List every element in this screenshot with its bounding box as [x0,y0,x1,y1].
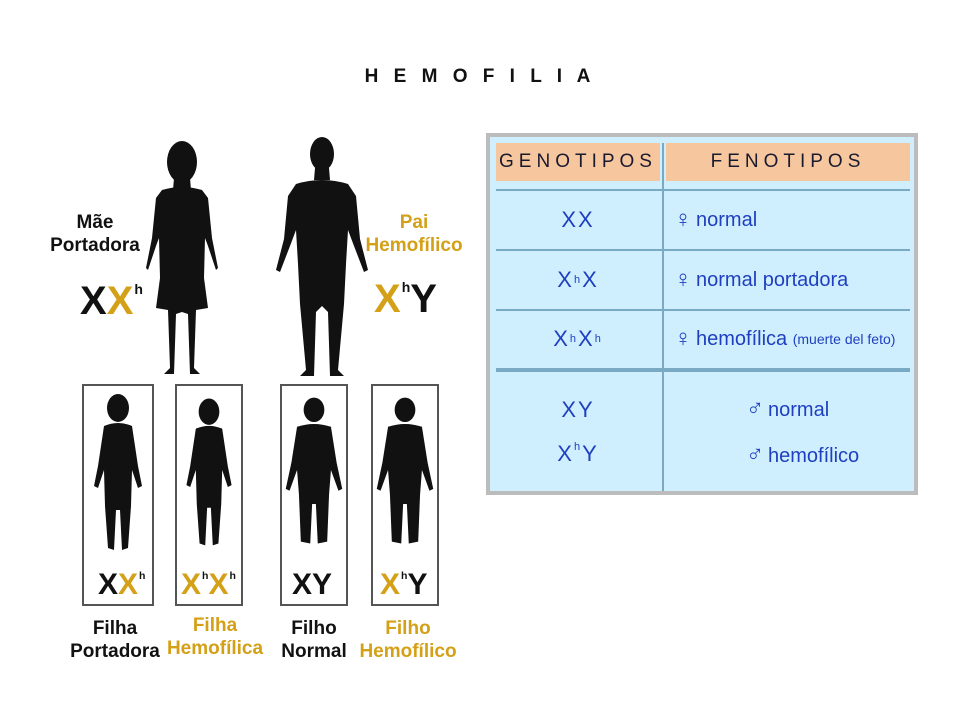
mother-label-line1: Mãe [76,212,114,233]
child-1-geno-b: X [118,568,139,601]
child-4-geno-b: Y [407,568,428,601]
table-row-genotype: XY XhY [496,373,660,491]
table-divider [496,368,910,372]
boy-silhouette [285,397,343,544]
boy-silhouette [376,397,434,544]
child-2-sup-a: h [202,569,209,582]
girl-silhouette [186,398,232,546]
page-title: H E M O F I L I A [364,66,596,87]
child-4-label: Filho Hemofílico [352,617,464,663]
child-2-genotype: XhXh [181,568,236,602]
child-1-label-line1: Filha [92,618,138,639]
father-geno-a-sup: h [401,279,411,296]
child-box-3 [280,384,348,606]
table-row-phenotype: ♀hemofílica (muerte del feto) [666,311,910,367]
header-genotipos: GENOTIPOS [496,143,660,181]
female-symbol-icon: ♀ [674,266,692,293]
child-box-4 [371,384,439,606]
child-1-geno-a: X [98,568,119,601]
child-box-1 [82,384,154,606]
male-symbol-icon: ♂ [746,441,764,468]
table-divider [662,143,664,491]
child-2-sup-b: h [229,569,236,582]
child-2-geno-b: X [208,568,229,601]
female-symbol-icon: ♀ [674,206,692,233]
child-3-geno-a: X [292,568,313,601]
mother-label-line2: Portadora [50,235,140,256]
male-symbol-icon: ♂ [746,395,764,422]
table-row-phenotype: ♀normal [666,191,910,249]
child-4-sup-a: h [401,569,408,582]
table-divider [496,189,910,191]
child-1-genotype: XXh [98,568,146,601]
table-row-phenotype: ♀normal portadora [666,251,910,309]
child-box-2 [175,384,243,606]
child-4-label-line1: Filho [385,618,431,639]
child-2-label-line2: Hemofílica [166,638,264,659]
header-fenotipos: FENOTIPOS [666,143,910,181]
mother-geno-a: X [80,279,107,323]
child-3-label-line1: Filho [291,618,337,639]
female-symbol-icon: ♀ [674,325,692,352]
father-genotype: XhY [374,277,437,322]
mother-genotype: XXh [80,279,143,324]
child-3-genotype: XY [292,568,332,602]
child-4-genotype: XhY [380,568,427,602]
father-geno-b: Y [410,277,437,321]
father-label-line1: Pai [399,212,429,233]
child-4-label-line2: Hemofílico [359,641,457,662]
child-2-label: Filha Hemofílica [160,614,270,660]
table-divider [496,309,910,311]
father-label-line2: Hemofílico [365,235,463,256]
mother-geno-b: X [106,279,134,323]
father-geno-a: X [374,277,401,321]
table-divider [496,249,910,251]
child-1-label-line2: Portadora [70,641,160,662]
child-3-label: Filho Normal [262,617,366,663]
father-silhouette [276,137,368,376]
child-4-geno-a: X [380,568,401,601]
child-3-geno-b: Y [312,568,333,601]
child-2-geno-a: X [181,568,202,601]
table-row-phenotype: ♂normal ♂hemofílico [666,373,910,491]
child-2-label-line1: Filha [192,615,238,636]
girl-silhouette [94,394,142,550]
mother-silhouette [146,141,218,374]
child-1-label: Filha Portadora [60,617,170,663]
mother-geno-b-sup: h [134,281,143,298]
father-label: Pai Hemofílico [358,211,470,257]
mother-label: Mãe Portadora [40,211,150,257]
child-3-label-line2: Normal [281,641,347,662]
